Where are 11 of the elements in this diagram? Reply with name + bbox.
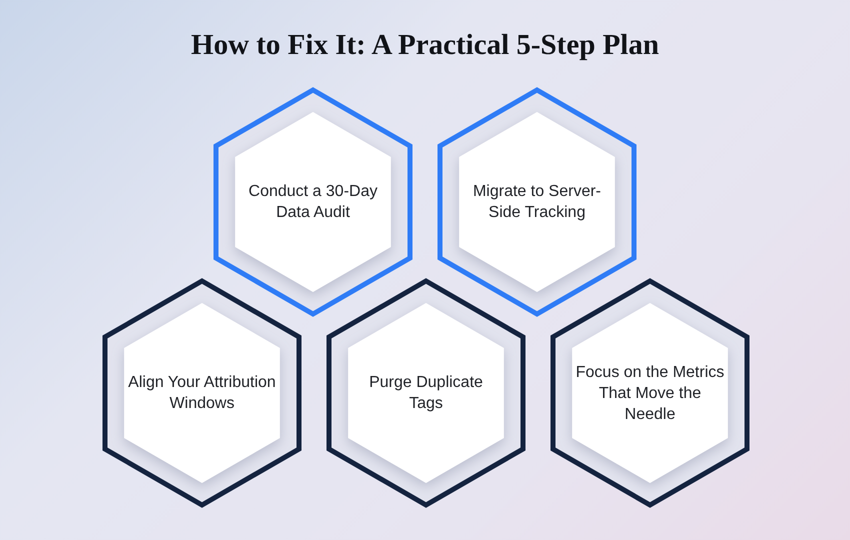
hexagon-step bbox=[213, 86, 413, 318]
step-text: Align Your Attribution Windows bbox=[127, 373, 277, 414]
hexagon-step bbox=[437, 86, 637, 318]
hexagon-step bbox=[550, 277, 750, 509]
step-text: Purge Duplicate Tags bbox=[368, 373, 484, 414]
hexagon-step bbox=[326, 277, 526, 509]
title: How to Fix It: A Practical 5-Step Plan bbox=[191, 28, 659, 62]
step-text: Conduct a 30-Day Data Audit bbox=[248, 182, 378, 223]
step-text: Migrate to Server-Side Tracking bbox=[472, 182, 602, 223]
step-text: Focus on the Metrics That Move the Needle bbox=[575, 362, 725, 424]
hexagon-step bbox=[102, 277, 302, 509]
